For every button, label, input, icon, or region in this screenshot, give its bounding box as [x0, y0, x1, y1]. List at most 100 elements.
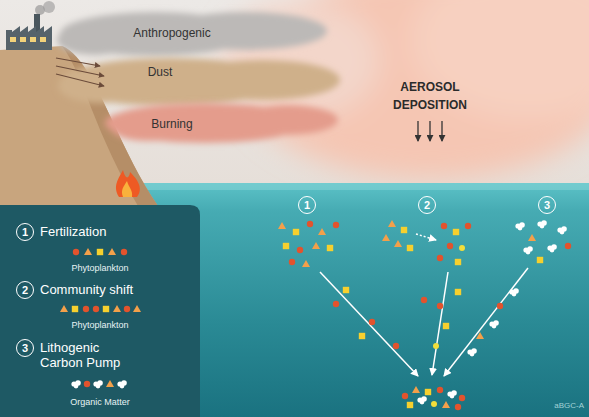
aerosol-cloud: Dust: [144, 63, 177, 81]
window: [30, 37, 36, 42]
organic-matter: [117, 380, 126, 388]
organic-matter-lobe: [492, 324, 497, 329]
step-number-circle: 3: [538, 196, 556, 214]
organic-matter-lobe: [550, 248, 555, 253]
organic-matter: [417, 396, 426, 404]
phytoplankton-triangle: [106, 380, 114, 387]
organic-matter-lobe: [96, 384, 101, 389]
phytoplankton-dot: [497, 303, 503, 309]
organic-matter-lobe: [512, 292, 517, 297]
callout-number: 3: [22, 343, 28, 354]
phytoplankton-dot: [84, 381, 90, 387]
phytoplankton-triangle: [133, 305, 141, 312]
phytoplankton-dot: [431, 401, 437, 407]
cloud-label: Dust: [148, 65, 173, 79]
phytoplankton-dot: [437, 387, 443, 393]
phytoplankton-dot: [297, 247, 303, 253]
process-name: Community shift: [40, 282, 133, 298]
phytoplankton-triangle: [113, 305, 121, 312]
phytoplankton-triangle: [108, 248, 116, 255]
shift-arrow: [416, 234, 436, 240]
phytoplankton-square: [283, 243, 289, 249]
window: [20, 37, 26, 42]
cloud-blob: [58, 69, 142, 103]
phytoplankton-triangle: [394, 240, 402, 247]
phytoplankton-dot: [333, 301, 339, 307]
phytoplankton-dot: [83, 306, 89, 312]
phytoplankton-dot: [124, 306, 130, 312]
wind-arrow: [56, 74, 104, 86]
ocean: [0, 183, 589, 417]
phytoplankton-dot: [459, 245, 465, 251]
cloud-label: Burning: [151, 117, 192, 131]
organic-matter: [489, 320, 498, 328]
phytoplankton-dot: [333, 222, 339, 228]
cloud-label: Anthropogenic: [133, 26, 210, 40]
organic-matter: [93, 380, 102, 388]
watermark: aBGC-A: [554, 401, 584, 411]
phytoplankton-dot: [369, 319, 375, 325]
phytoplankton-square: [343, 287, 349, 293]
cloud-blob: [184, 60, 340, 100]
callout-number: 1: [22, 227, 28, 238]
phytoplankton-square: [425, 389, 431, 395]
phytoplankton-triangle: [382, 234, 390, 241]
callout-number: 1: [304, 200, 310, 211]
organic-matter-lobe: [518, 226, 523, 231]
burning-cloud-shape: [105, 103, 338, 143]
phytoplankton-triangle: [84, 248, 92, 255]
organic-matter-lobe: [470, 352, 475, 357]
phytoplankton-dot: [447, 243, 453, 249]
phytoplankton-triangle: [312, 242, 320, 249]
organic-matter-lobe: [560, 230, 565, 235]
cloud-blob: [238, 105, 338, 135]
phytoplankton-dot: [455, 404, 461, 410]
organic-matter-lobe: [526, 250, 531, 255]
organic-matter: [467, 348, 476, 356]
organic-matter: [509, 288, 518, 296]
smoke-puff: [43, 1, 55, 13]
phytoplankton-dot: [565, 243, 571, 249]
organic-matter-lobe: [540, 224, 545, 229]
organic-matter: [557, 226, 566, 234]
deposition-arrow: [417, 121, 418, 141]
phytoplankton-triangle: [476, 332, 484, 339]
phytoplankton-triangle: [442, 401, 450, 408]
phytoplankton-square: [293, 229, 299, 235]
aerosol-cloud: Anthropogenic: [129, 24, 214, 42]
organic-matter: [515, 222, 524, 230]
phytoplankton-triangle: [528, 234, 536, 241]
key-caption: Phytoplankton: [71, 320, 128, 331]
phytoplankton-square: [407, 245, 413, 251]
organic-matter: [523, 246, 532, 254]
factory-icon: [6, 1, 55, 50]
sinking-arrows: [320, 234, 528, 376]
step-number-circle: 1: [298, 196, 316, 214]
phytoplankton-triangle: [278, 222, 286, 229]
phytoplankton-dot: [307, 221, 313, 227]
deposition-arrow: [441, 121, 442, 141]
process-name: Fertilization: [40, 224, 106, 240]
phytoplankton-square: [453, 229, 459, 235]
wind-arrow: [56, 66, 104, 76]
organic-matter-lobe: [120, 384, 125, 389]
phytoplankton-square: [103, 306, 109, 312]
phytoplankton-square: [97, 249, 103, 255]
phytoplankton-dot: [402, 393, 408, 399]
deposition-arrows: [418, 121, 442, 141]
sinking-arrow: [444, 268, 528, 376]
window: [10, 37, 16, 42]
organic-matter-lobe: [420, 400, 425, 405]
phytoplankton-dot: [459, 395, 465, 401]
factory-building: [6, 26, 52, 50]
organic-matter: [537, 220, 546, 228]
step-number-circle: 2: [16, 281, 34, 299]
phytoplankton-dot: [437, 255, 443, 261]
phytoplankton-square: [72, 306, 78, 312]
phytoplankton-triangle: [60, 305, 68, 312]
key-caption: Phytoplankton: [71, 263, 128, 274]
phytoplankton-dot: [441, 223, 447, 229]
phytoplankton-dot: [421, 297, 427, 303]
phytoplankton-triangle: [302, 260, 310, 267]
phytoplankton-square: [401, 227, 407, 233]
